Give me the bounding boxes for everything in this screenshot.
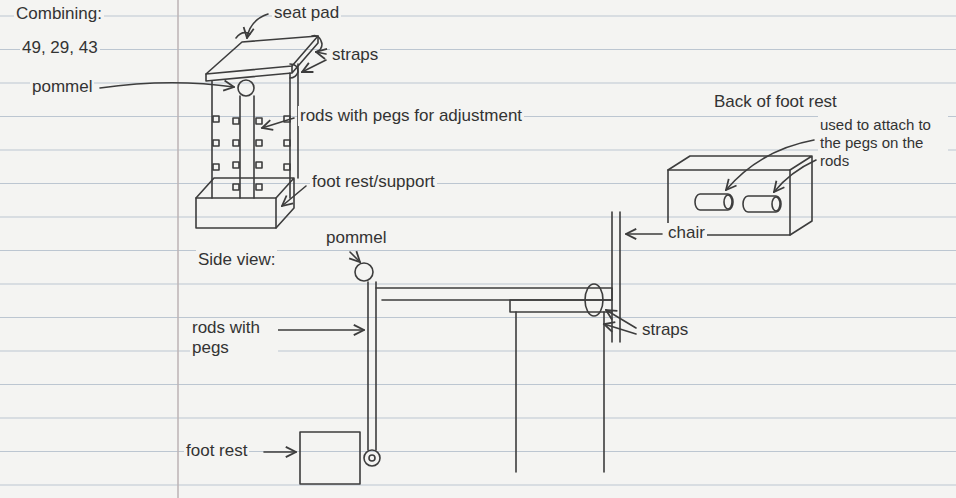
leader-line [350, 252, 360, 262]
peg [233, 140, 239, 146]
peg [256, 118, 262, 124]
leader-line [247, 14, 268, 38]
ruled-line [0, 317, 956, 318]
peg-slot [743, 196, 781, 212]
peg [213, 140, 219, 146]
leader-line [774, 160, 816, 192]
foot-rest [300, 432, 360, 484]
seat-pad [206, 36, 318, 74]
leader-line [316, 52, 326, 54]
chair-back [612, 212, 620, 342]
ruled-line [0, 451, 956, 452]
rod [239, 96, 241, 198]
peg [284, 140, 290, 146]
part-label: seat pad [272, 3, 341, 23]
ruled-line [0, 384, 956, 385]
peg [213, 116, 219, 122]
ruled-line [0, 16, 956, 17]
foot-rest [196, 178, 294, 228]
part-label: rods with pegs for adjustment [298, 106, 524, 126]
strap [585, 284, 603, 316]
rod [253, 96, 255, 198]
leader-line [726, 140, 814, 190]
leader-line [282, 186, 306, 206]
ruled-line [0, 49, 956, 50]
leader-line [262, 118, 294, 128]
leader-line [626, 233, 662, 235]
view-title: Side view: [196, 250, 277, 270]
ruled-line [0, 418, 956, 419]
peg [213, 164, 219, 170]
seat-pad-edge [206, 36, 318, 81]
peg [256, 140, 262, 146]
part-label: rods with pegs [190, 318, 278, 359]
ruled-line [0, 351, 956, 352]
part-label: pommel [30, 77, 94, 97]
peg [233, 184, 239, 190]
peg [256, 184, 262, 190]
leader-line [302, 60, 326, 72]
rod [375, 282, 377, 450]
seat-pad-sketch [206, 33, 322, 81]
part-label: straps [640, 320, 690, 340]
ruled-line [0, 250, 956, 251]
peg [256, 162, 262, 168]
seat-pad [376, 288, 612, 300]
peg-slot [695, 194, 733, 210]
foot-rest [196, 198, 276, 228]
pegs [213, 116, 290, 190]
part-label: pommel [324, 228, 388, 248]
peg-slot [772, 197, 780, 211]
frame-edge [289, 73, 291, 198]
heading-note: Combining: [14, 4, 104, 24]
part-label: straps [330, 45, 380, 65]
foot-rest-sketch [196, 178, 294, 228]
ruled-line [0, 485, 956, 486]
side-view [300, 212, 620, 484]
part-label: foot rest/support [310, 172, 437, 192]
leader-line [100, 83, 234, 88]
leader-line [274, 329, 364, 331]
number-note: 49, 29, 43 [20, 38, 100, 58]
ruled-lines [0, 16, 956, 485]
peg [364, 450, 380, 466]
peg [284, 164, 290, 170]
peg [369, 455, 375, 461]
note: used to attach to the pegs on the rods [818, 116, 948, 170]
ruled-line [0, 150, 956, 151]
rod [367, 282, 369, 450]
chair-leg [516, 312, 604, 472]
leader-line [264, 451, 296, 453]
strap [290, 64, 298, 78]
peg [233, 162, 239, 168]
pommel [238, 80, 254, 96]
part-label: foot rest [184, 441, 249, 461]
ruled-line [0, 284, 956, 285]
peg-slot [724, 195, 732, 209]
pommel [355, 263, 373, 281]
part-label: chair [666, 223, 707, 243]
leader-line [604, 324, 636, 334]
margin-line [177, 0, 179, 498]
strap [312, 36, 322, 52]
peg [233, 118, 239, 124]
view-title: Back of foot rest [712, 92, 839, 112]
chair-seat [510, 300, 612, 312]
